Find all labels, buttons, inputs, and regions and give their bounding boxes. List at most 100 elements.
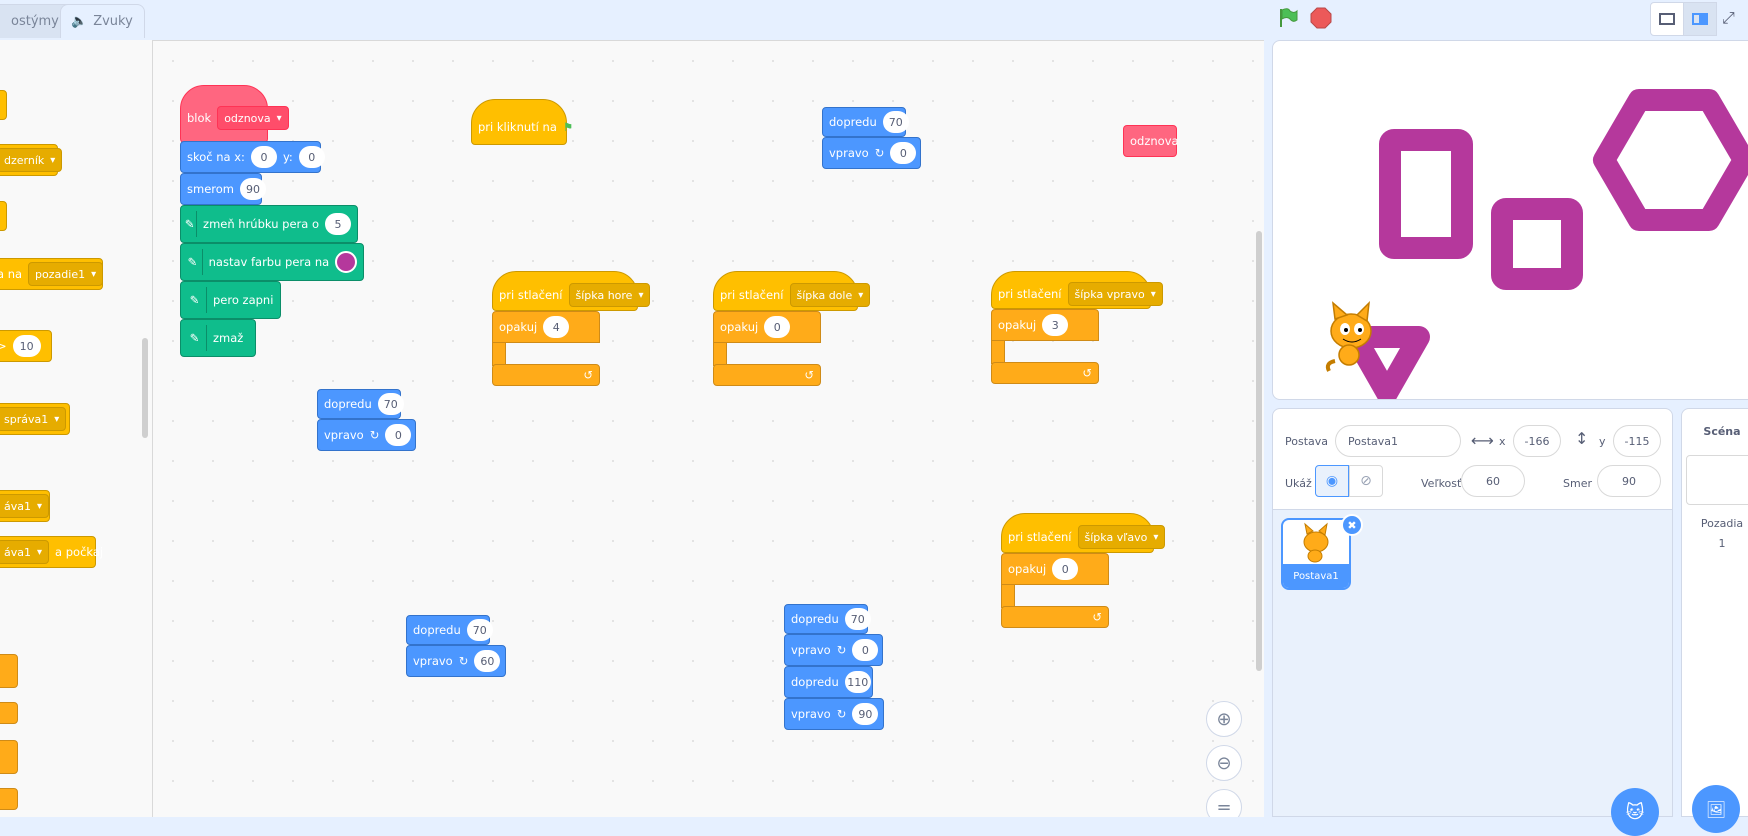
repeat-count-input[interactable]: 3 — [1042, 314, 1069, 336]
key-dropdown[interactable]: šípka hore — [568, 283, 651, 307]
key-dropdown[interactable]: šípka vpravo — [1067, 282, 1163, 306]
turn-input[interactable]: 60 — [474, 650, 501, 672]
sprite-name-input[interactable]: Postava1 — [1335, 425, 1461, 457]
large-stage-button[interactable] — [1683, 2, 1717, 36]
turn-label: vpravo — [791, 643, 831, 657]
choose-backdrop-button[interactable]: 🖼 — [1692, 785, 1740, 833]
repeat-count-input[interactable]: 0 — [764, 316, 791, 338]
workspace-scrollbar[interactable] — [1256, 231, 1262, 671]
repeat-block[interactable]: opakuj 0 — [1001, 553, 1109, 585]
goto-x-input[interactable]: 0 — [250, 146, 277, 168]
palette-block[interactable]: správa1 — [0, 403, 70, 435]
palette-block[interactable] — [0, 788, 18, 810]
tab-sounds[interactable]: 🔈 Zvuky — [60, 4, 145, 38]
turn-right-block[interactable]: vpravo ↻ 0 — [784, 634, 883, 666]
large-stage-icon — [1692, 13, 1708, 25]
move-input[interactable]: 70 — [882, 111, 909, 133]
when-key-pressed-block[interactable]: pri stlačení šípka vpravo — [991, 271, 1163, 309]
turn-input[interactable]: 0 — [890, 142, 917, 164]
move-input[interactable]: 70 — [377, 393, 404, 415]
palette-block[interactable] — [0, 740, 18, 774]
size-label: Veľkosť — [1421, 477, 1462, 490]
zoom-in-button[interactable]: ⊕ — [1206, 701, 1242, 737]
turn-right-block[interactable]: vpravo ↻ 0 — [822, 137, 921, 169]
palette-dropdown[interactable]: áva1 — [0, 494, 50, 518]
move-steps-block[interactable]: dopredu 70 — [784, 604, 871, 634]
move-input[interactable]: 110 — [844, 671, 871, 693]
turn-input[interactable]: 0 — [852, 639, 879, 661]
key-dropdown[interactable]: šípka dole — [789, 283, 871, 307]
x-input[interactable]: -166 — [1513, 425, 1561, 457]
when-key-pressed-block[interactable]: pri stlačení šípka dole — [713, 271, 871, 311]
turn-right-block[interactable]: vpravo ↻ 60 — [406, 645, 506, 677]
script-workspace[interactable]: blok odznova skoč na x: 0 y: 0 smerom 90… — [153, 40, 1264, 817]
palette-input[interactable]: 10 — [12, 335, 41, 357]
palette-block[interactable] — [0, 654, 18, 688]
clear-block[interactable]: ✎ zmaž — [180, 319, 256, 357]
move-input[interactable]: 70 — [844, 608, 871, 630]
change-pen-size-block[interactable]: ✎ zmeň hrúbku pera o 5 — [180, 205, 358, 243]
define-param[interactable]: odznova — [217, 106, 289, 130]
key-dropdown[interactable]: šípka vľavo — [1077, 525, 1166, 549]
pen-size-input[interactable]: 5 — [325, 213, 351, 235]
direction-input[interactable]: 90 — [1597, 465, 1661, 497]
palette-block[interactable] — [0, 201, 7, 231]
when-key-pressed-block[interactable]: pri stlačení šípka vľavo — [1001, 513, 1166, 553]
delete-sprite-button[interactable]: ✖ — [1341, 514, 1363, 536]
backdrops-count: 1 — [1718, 537, 1726, 550]
palette-block[interactable]: áva1 a počkaj — [0, 536, 103, 568]
choose-sprite-button[interactable]: 🐱 — [1611, 788, 1659, 836]
palette-block[interactable] — [0, 702, 18, 724]
when-flag-clicked-block[interactable]: pri kliknutí na ⚑ — [471, 99, 573, 145]
goto-y-input[interactable]: 0 — [298, 146, 325, 168]
when-key-pressed-block[interactable]: pri stlačení šípka hore — [492, 271, 651, 311]
y-input[interactable]: -115 — [1613, 425, 1661, 457]
repeat-count-input[interactable]: 0 — [1052, 558, 1079, 580]
turn-right-block[interactable]: vpravo ↻ 90 — [784, 698, 884, 730]
palette-block[interactable]: dzerník — [0, 144, 63, 176]
repeat-count-input[interactable]: 4 — [543, 316, 570, 338]
small-stage-button[interactable] — [1650, 2, 1684, 36]
turn-right-block[interactable]: vpravo ↻ 0 — [317, 419, 416, 451]
goto-xy-block[interactable]: skoč na x: 0 y: 0 — [180, 141, 325, 173]
palette-dropdown[interactable]: správa1 — [0, 407, 67, 431]
repeat-block[interactable]: opakuj 3 — [991, 309, 1099, 341]
fullscreen-button[interactable]: ⤢ — [1722, 8, 1746, 32]
zoom-out-button[interactable]: ⊖ — [1206, 745, 1242, 781]
palette-block[interactable] — [0, 90, 7, 120]
palette-block[interactable]: áva1 — [0, 490, 50, 522]
palette-scrollbar[interactable] — [142, 338, 148, 438]
pen-color-swatch[interactable] — [335, 251, 357, 273]
show-hidden-button[interactable]: ⊘ — [1349, 465, 1383, 497]
repeat-block[interactable]: opakuj 4 — [492, 311, 600, 343]
set-pen-color-block[interactable]: ✎ nastav farbu pera na — [180, 243, 364, 281]
turn-input[interactable]: 0 — [385, 424, 412, 446]
stage-thumbnail[interactable] — [1686, 455, 1748, 505]
custom-block-define[interactable]: blok odznova — [180, 85, 289, 143]
size-input[interactable]: 60 — [1461, 465, 1525, 497]
move-input[interactable]: 70 — [466, 619, 493, 641]
point-input[interactable]: 90 — [239, 178, 266, 200]
palette-dropdown[interactable]: áva1 — [0, 540, 50, 564]
palette-block[interactable]: a na pozadie1 — [0, 258, 104, 290]
pen-icon: ✎ — [181, 249, 203, 275]
palette-dropdown[interactable]: dzerník — [0, 148, 63, 172]
pen-down-block[interactable]: ✎ pero zapni — [180, 281, 281, 319]
move-steps-block[interactable]: dopredu 70 — [822, 107, 909, 137]
move-steps-block[interactable]: dopredu 70 — [317, 389, 404, 419]
point-direction-block[interactable]: smerom 90 — [180, 173, 266, 205]
turn-input[interactable]: 90 — [852, 703, 879, 725]
palette-dropdown[interactable]: pozadie1 — [28, 262, 104, 286]
stage[interactable] — [1272, 40, 1748, 400]
custom-block-call[interactable]: odznova — [1123, 125, 1179, 157]
zoom-reset-button[interactable]: = — [1206, 789, 1242, 817]
palette-block[interactable]: > 10 — [0, 330, 52, 362]
show-visible-button[interactable]: ◉ — [1315, 465, 1349, 497]
sprite-tile[interactable]: Postava1 — [1281, 518, 1351, 590]
stop-button[interactable] — [1310, 7, 1332, 29]
move-steps-block[interactable]: dopredu 110 — [784, 666, 873, 698]
green-flag-button[interactable] — [1276, 6, 1300, 30]
repeat-block[interactable]: opakuj 0 — [713, 311, 821, 343]
stage-panel[interactable]: Scéna Pozadia 1 🖼 — [1681, 408, 1748, 833]
move-steps-block[interactable]: dopredu 70 — [406, 615, 493, 645]
